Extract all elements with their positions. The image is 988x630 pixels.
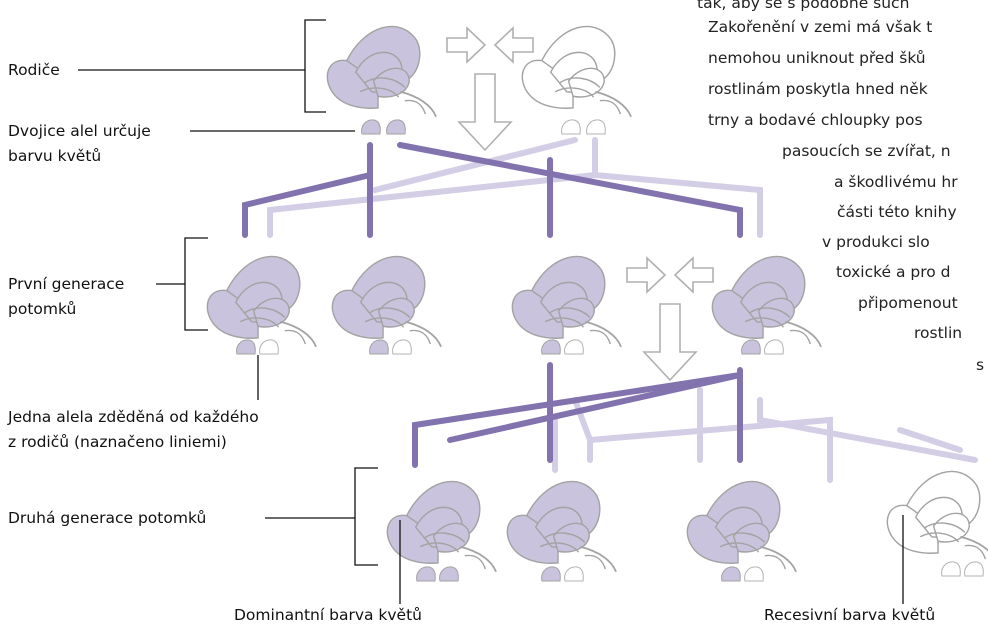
cross-arrows-icon	[627, 258, 713, 292]
allele-recessive	[565, 567, 584, 581]
allele-dominant	[542, 567, 561, 581]
body-text-line: Zakořenění v zemi má však t	[708, 12, 932, 42]
body-text-line: rostlinám poskytla hned něk	[708, 74, 928, 104]
first-gen-flower	[512, 256, 621, 346]
body-text-line: trny a bodavé chloupky pos	[708, 105, 923, 135]
body-text-line: toxické a pro d	[836, 257, 951, 287]
cross-arrows-icon	[447, 28, 533, 62]
allele-recessive	[562, 120, 581, 134]
allele-recessive	[745, 567, 764, 581]
second-gen-flower	[687, 481, 796, 571]
body-text-line: v produkci slo	[822, 227, 930, 257]
label-one-allele-line2: z rodičů (naznačeno liniemi)	[8, 431, 227, 453]
allele-dominant	[362, 120, 381, 134]
allele-recessive	[565, 340, 584, 354]
second-gen-flower	[387, 481, 496, 571]
allele-dominant	[542, 340, 561, 354]
label-one-allele-line1: Jedna alela zděděná od každého	[8, 406, 259, 428]
first-gen-flower	[207, 256, 316, 346]
label-allele-pair-line2: barvu květů	[8, 145, 101, 167]
first-gen-flower	[332, 256, 441, 346]
body-text-line: připomenout	[858, 288, 958, 318]
down-arrow-icon	[459, 74, 511, 150]
label-first-gen-line1: První generace	[8, 273, 124, 295]
parent-flower-dominant	[327, 26, 436, 116]
parent-flower-recessive	[522, 26, 631, 116]
allele-dominant	[722, 567, 741, 581]
body-text-line: rostlin	[914, 318, 962, 348]
label-first-gen-line2: potomků	[8, 298, 76, 320]
allele-dominant	[417, 567, 436, 581]
allele-recessive	[942, 562, 961, 576]
label-parents: Rodiče	[8, 59, 60, 81]
allele-recessive	[965, 562, 984, 576]
second-gen-flower	[507, 481, 616, 571]
label-second-gen: Druhá generace potomků	[8, 507, 206, 529]
body-text-line: a škodlivému hr	[834, 167, 958, 197]
down-arrow-icon	[644, 304, 696, 380]
allele-recessive	[260, 340, 279, 354]
first-gen-flower	[712, 256, 821, 346]
allele-dominant	[440, 567, 459, 581]
body-text-line: nemohou uniknout před šků	[708, 43, 926, 73]
body-text-line: s	[976, 350, 984, 380]
label-dominant: Dominantní barva květů	[234, 604, 422, 626]
allele-recessive	[393, 340, 412, 354]
allele-dominant	[370, 340, 389, 354]
label-allele-pair-line1: Dvojice alel určuje	[8, 120, 151, 142]
allele-recessive	[765, 340, 784, 354]
allele-dominant	[237, 340, 256, 354]
body-text-line: části této knihy	[837, 197, 957, 227]
body-text-line: pasoucích se zvířat, n	[782, 136, 951, 166]
allele-dominant	[742, 340, 761, 354]
allele-dominant	[387, 120, 406, 134]
allele-recessive	[587, 120, 606, 134]
label-recessive: Recesivní barva květů	[764, 604, 935, 626]
